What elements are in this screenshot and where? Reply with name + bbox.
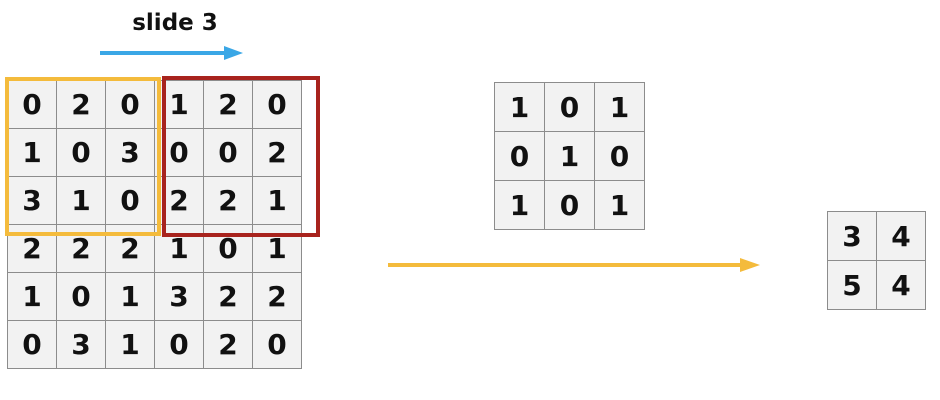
matrix-cell: 2 <box>252 272 302 321</box>
slide-arrow-icon <box>100 46 243 60</box>
matrix-cell: 3 <box>154 272 204 321</box>
matrix-cell: 1 <box>154 224 204 273</box>
matrix-cell: 0 <box>203 224 253 273</box>
kernel-cell: 0 <box>494 131 545 181</box>
matrix-cell: 0 <box>56 272 106 321</box>
kernel-row: 1 0 1 <box>494 180 645 230</box>
output-cell: 4 <box>876 260 926 310</box>
kernel-cell: 0 <box>544 82 595 132</box>
kernel-cell: 1 <box>494 180 545 230</box>
matrix-cell: 1 <box>7 128 57 177</box>
matrix-row: 0 3 1 0 2 0 <box>7 320 302 369</box>
matrix-cell: 0 <box>7 320 57 369</box>
kernel-cell: 0 <box>594 131 645 181</box>
output-cell: 4 <box>876 211 926 261</box>
matrix-row: 0 2 0 1 2 0 <box>7 80 302 129</box>
slide-label: slide 3 <box>132 10 218 36</box>
matrix-cell: 0 <box>154 128 204 177</box>
output-cell: 3 <box>827 211 877 261</box>
matrix-cell: 2 <box>56 224 106 273</box>
matrix-cell: 0 <box>7 80 57 129</box>
matrix-cell: 3 <box>105 128 155 177</box>
matrix-cell: 1 <box>252 224 302 273</box>
matrix-cell: 2 <box>203 80 253 129</box>
matrix-cell: 2 <box>203 272 253 321</box>
matrix-cell: 2 <box>252 128 302 177</box>
kernel-cell: 0 <box>544 180 595 230</box>
output-matrix: 3 4 5 4 <box>827 211 926 310</box>
kernel-matrix: 1 0 1 0 1 0 1 0 1 <box>494 82 645 230</box>
matrix-row: 1 0 1 3 2 2 <box>7 272 302 321</box>
matrix-cell: 1 <box>56 176 106 225</box>
matrix-cell: 2 <box>154 176 204 225</box>
kernel-cell: 1 <box>544 131 595 181</box>
matrix-cell: 1 <box>105 272 155 321</box>
matrix-cell: 0 <box>252 80 302 129</box>
matrix-cell: 3 <box>56 320 106 369</box>
output-cell: 5 <box>827 260 877 310</box>
output-row: 5 4 <box>827 260 926 310</box>
matrix-cell: 1 <box>154 80 204 129</box>
matrix-cell: 0 <box>203 128 253 177</box>
matrix-row: 3 1 0 2 2 1 <box>7 176 302 225</box>
input-matrix: 0 2 0 1 2 0 1 0 3 0 0 2 3 1 0 2 2 1 2 2 … <box>7 80 302 369</box>
matrix-cell: 0 <box>252 320 302 369</box>
matrix-row: 1 0 3 0 0 2 <box>7 128 302 177</box>
matrix-cell: 0 <box>154 320 204 369</box>
matrix-cell: 3 <box>7 176 57 225</box>
matrix-cell: 1 <box>105 320 155 369</box>
flow-arrow-icon <box>388 258 760 272</box>
kernel-cell: 1 <box>494 82 545 132</box>
matrix-cell: 2 <box>105 224 155 273</box>
kernel-cell: 1 <box>594 82 645 132</box>
matrix-cell: 2 <box>203 176 253 225</box>
matrix-cell: 2 <box>7 224 57 273</box>
matrix-cell: 1 <box>7 272 57 321</box>
matrix-cell: 0 <box>105 80 155 129</box>
kernel-cell: 1 <box>594 180 645 230</box>
matrix-cell: 2 <box>203 320 253 369</box>
matrix-cell: 0 <box>105 176 155 225</box>
matrix-cell: 2 <box>56 80 106 129</box>
kernel-row: 0 1 0 <box>494 131 645 181</box>
matrix-cell: 1 <box>252 176 302 225</box>
kernel-row: 1 0 1 <box>494 82 645 132</box>
matrix-row: 2 2 2 1 0 1 <box>7 224 302 273</box>
output-row: 3 4 <box>827 211 926 261</box>
matrix-cell: 0 <box>56 128 106 177</box>
